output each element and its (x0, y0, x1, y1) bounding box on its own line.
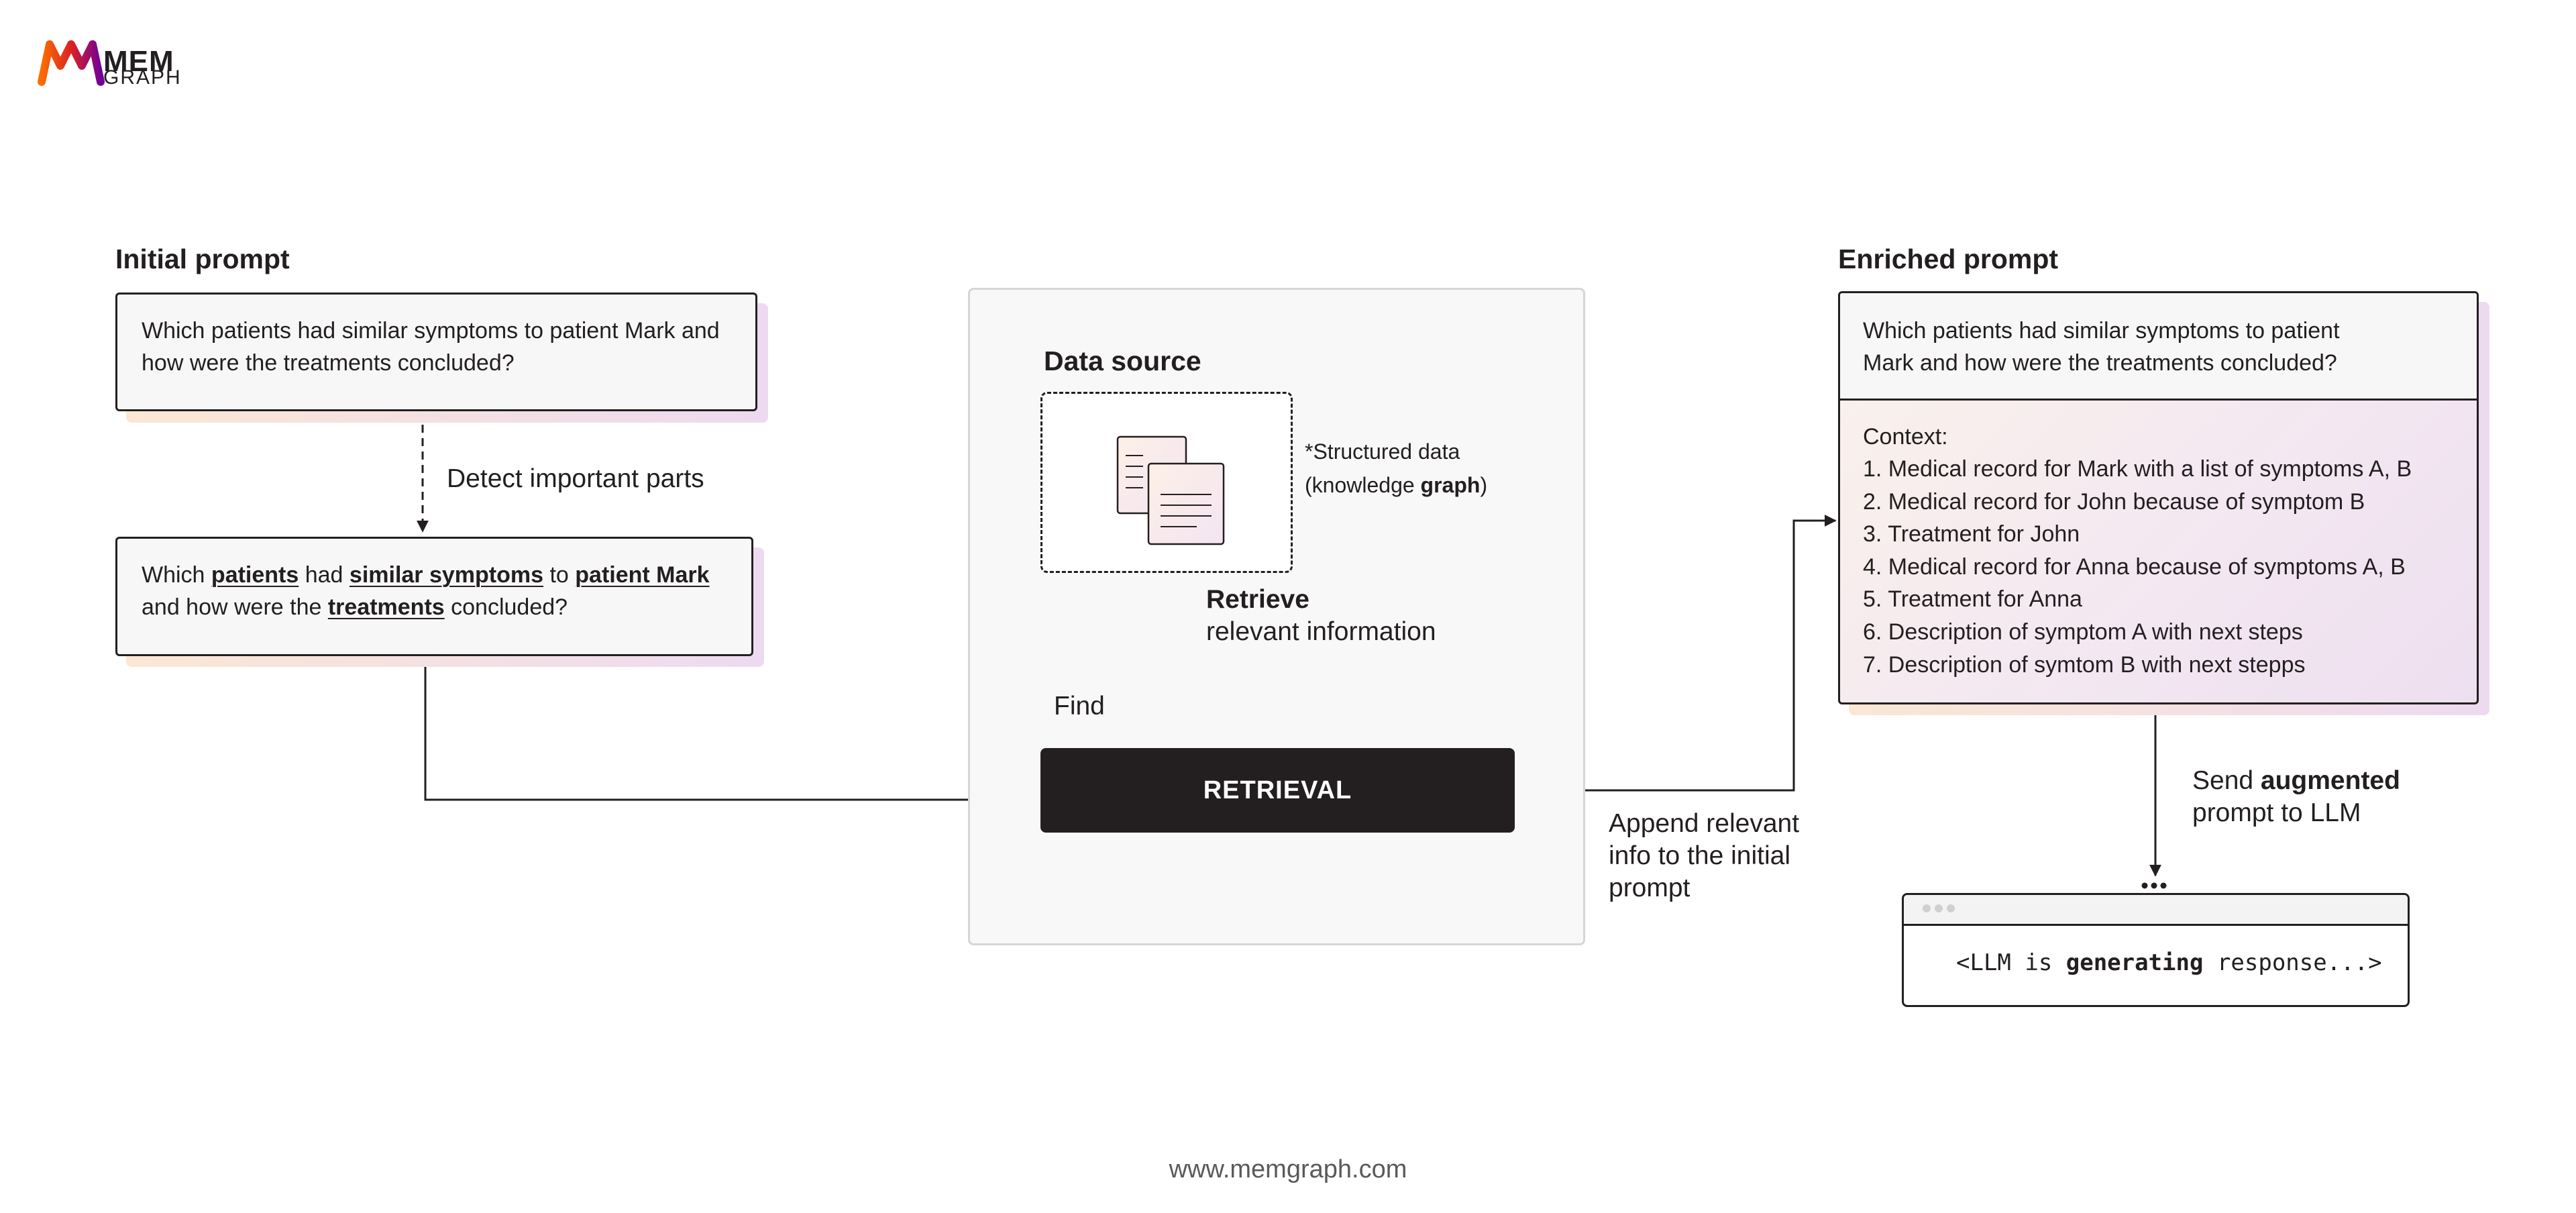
list-item: 5. Treatment for Anna (1863, 586, 2082, 613)
enriched-prompt-title: Enriched prompt (1838, 244, 2059, 274)
llm-window: <LLM is generating response...> (1902, 893, 2410, 1007)
append-label: Append relevant info to the initial prom… (1609, 809, 1800, 902)
retrieve-label-rest: relevant information (1206, 617, 1436, 646)
footer-url: www.memgraph.com (1169, 1155, 1407, 1183)
llm-window-titlebar (1904, 895, 2408, 926)
append-arrow (1515, 515, 1837, 792)
initial-prompt-line1: Which patients had similar symptoms to p… (142, 318, 720, 344)
initial-prompt-box: Which patients had similar symptoms to p… (115, 293, 757, 411)
list-item: 4. Medical record for Anna because of sy… (1863, 553, 2406, 580)
highlighted-prompt-line2: and how were the treatments concluded? (142, 594, 568, 620)
logo-text-mem: MEM (103, 45, 174, 78)
send-label: Send augmented prompt to LLM (2192, 766, 2400, 827)
window-dot-icon (1923, 904, 1931, 912)
to-retrieval-arrow (424, 656, 1039, 806)
logo-text-graph: GRAPH (103, 66, 182, 89)
retrieve-label-bold: Retrieve (1206, 585, 1309, 614)
retrieve-label: Retrieve relevant information (1206, 584, 1436, 648)
highlighted-prompt-line1: Which patients had similar symptoms to p… (142, 562, 710, 588)
detect-label: Detect important parts (447, 464, 704, 493)
structured-data-line1: *Structured data (1305, 439, 1460, 464)
retrieval-block: RETRIEVAL (1040, 748, 1515, 833)
window-dot-icon (1947, 904, 1955, 912)
list-item: 7. Description of symtom B with next ste… (1863, 651, 2306, 678)
keyword-treatments: treatments (327, 594, 445, 620)
list-item: 6. Description of symptom A with next st… (1863, 619, 2303, 645)
documents-icon (1116, 435, 1225, 545)
context-list: 1. Medical record for Mark with a list o… (1863, 453, 2454, 681)
list-item: 2. Medical record for John because of sy… (1863, 488, 2365, 515)
memgraph-logo-icon (38, 40, 105, 86)
data-source-title: Data source (1044, 346, 1201, 376)
keyword-similar-symptoms: similar symptoms (349, 562, 544, 588)
context-label: Context: (1863, 424, 1948, 450)
structured-data-note: *Structured data (knowledge graph) (1305, 435, 1487, 502)
enriched-prompt-line2: Mark and how were the treatments conclud… (1863, 350, 2337, 376)
memgraph-logo (38, 39, 105, 86)
highlighted-prompt-box: Which patients had similar symptoms to p… (115, 537, 753, 656)
list-item: 3. Treatment for John (1863, 521, 2080, 547)
keyword-patients: patients (211, 562, 299, 588)
initial-prompt-line2: how were the treatments concluded? (142, 350, 515, 376)
keyword-patient-mark: patient Mark (575, 562, 710, 588)
list-item: 1. Medical record for Mark with a list o… (1863, 456, 2412, 482)
enriched-prompt-header: Which patients had similar symptoms to p… (1840, 293, 2477, 401)
structured-data-line2: (knowledge graph) (1305, 473, 1488, 497)
enriched-prompt-line1: Which patients had similar symptoms to p… (1863, 318, 2340, 344)
window-dot-icon (1935, 904, 1943, 912)
llm-output: <LLM is generating response...> (1956, 949, 2382, 976)
find-label: Find (1054, 692, 1105, 721)
context-section: Context: 1. Medical record for Mark with… (1840, 401, 2477, 681)
enriched-prompt-box: Which patients had similar symptoms to p… (1838, 291, 2479, 704)
initial-prompt-title: Initial prompt (115, 244, 290, 274)
data-source-box (1040, 392, 1293, 573)
